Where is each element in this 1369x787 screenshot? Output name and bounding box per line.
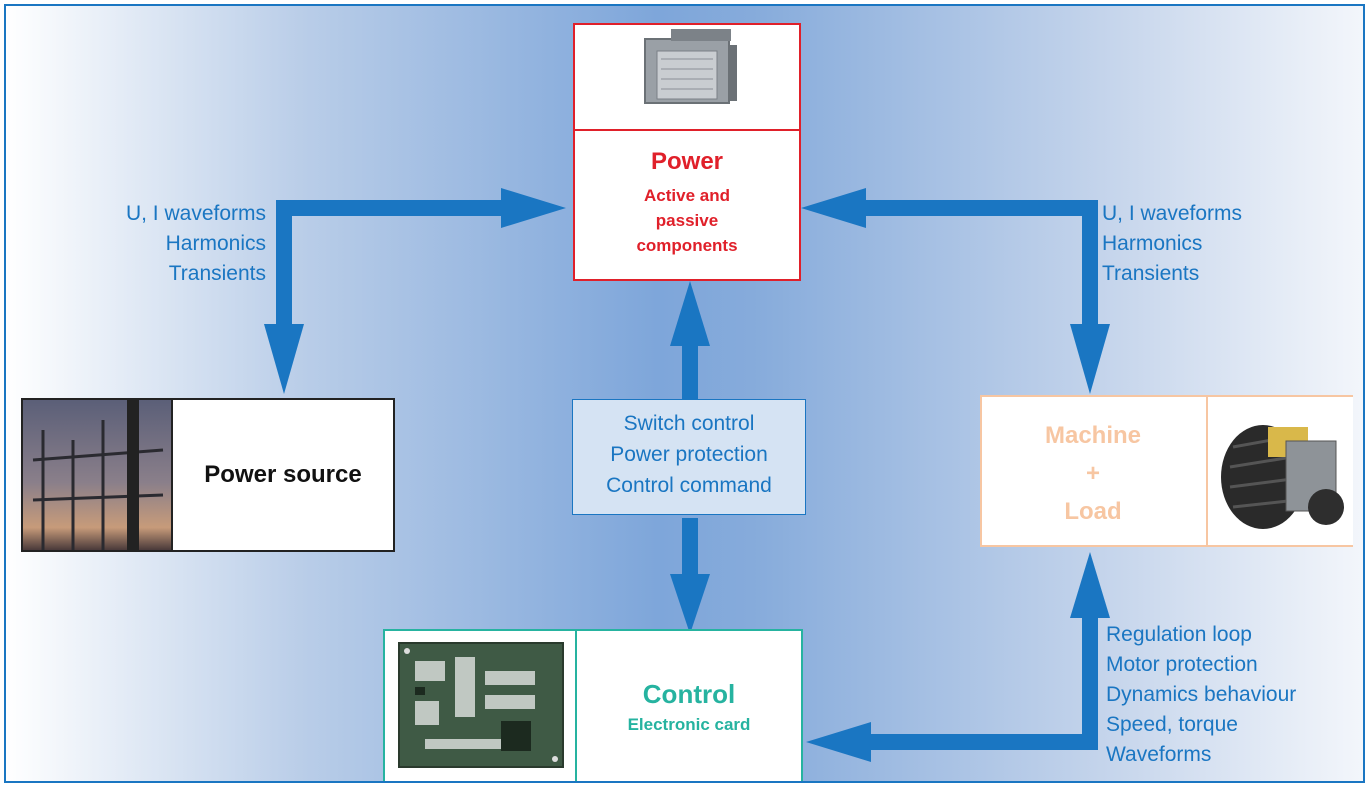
converter-photo	[575, 25, 799, 131]
center-label: Power protection	[610, 443, 768, 466]
left-arrow-head-down	[264, 324, 304, 394]
center-label: Switch control	[623, 412, 755, 435]
center-label: Control command	[606, 474, 772, 497]
bottom-right-label: Waveforms	[1106, 743, 1212, 766]
center-arrow-upper	[682, 341, 698, 399]
control-box: Control Electronic card	[383, 629, 803, 781]
substation-photo	[23, 400, 173, 550]
bottom-right-label: Motor protection	[1106, 653, 1258, 676]
right-arrow-h	[861, 200, 1097, 216]
arrows-layer	[264, 188, 1110, 762]
machine-label: Machine + Load	[982, 417, 1204, 531]
right-label: U, I waveforms	[1102, 202, 1243, 225]
left-arrow-h	[276, 200, 506, 216]
motor-photo	[1206, 397, 1353, 545]
substation-icon	[32, 400, 164, 550]
right-label: Transients	[1102, 262, 1200, 285]
center-arrow-head-down	[670, 574, 710, 634]
machine-line: +	[1085, 460, 1100, 487]
power-subtitle-line: components	[636, 236, 738, 255]
center-labels: Switch control Power protection Control …	[573, 408, 805, 501]
left-label: Transients	[168, 262, 266, 285]
bottom-arrow-head-left	[806, 722, 871, 762]
circuit-board-icon	[398, 642, 564, 768]
right-arrow-head-left	[801, 188, 866, 228]
right-arrow-head-down	[1070, 324, 1110, 394]
bottom-arrow-head-up	[1070, 552, 1110, 618]
right-arrow-v	[1082, 200, 1098, 326]
machine-line: Machine	[1044, 422, 1142, 449]
bottom-arrow-h	[866, 734, 1098, 750]
motor-icon	[1221, 425, 1344, 529]
power-source-title: Power source	[204, 461, 362, 488]
power-source-box: Power source	[21, 398, 395, 552]
left-labels: U, I waveforms Harmonics Transients	[66, 199, 266, 289]
center-arrow-head-up	[670, 281, 710, 346]
center-arrow-lower	[682, 518, 698, 580]
left-label: U, I waveforms	[125, 202, 266, 225]
control-title: Control	[642, 679, 736, 709]
converter-icon	[644, 29, 737, 104]
left-arrow-head-right	[501, 188, 566, 228]
left-label: Harmonics	[165, 232, 266, 255]
right-labels: U, I waveforms Harmonics Transients	[1102, 199, 1322, 289]
right-label: Harmonics	[1102, 232, 1203, 255]
left-arrow-v	[276, 200, 292, 326]
power-subtitle-line: passive	[655, 211, 719, 230]
power-title: Power	[650, 148, 724, 175]
control-subtitle: Electronic card	[627, 715, 751, 734]
circuit-board-photo	[385, 631, 577, 781]
diagram-frame: Power Active and passive components Powe…	[4, 4, 1365, 783]
machine-line: Load	[1064, 498, 1122, 525]
bottom-right-label: Speed, torque	[1106, 713, 1238, 736]
power-subtitle: Active and passive components	[575, 183, 799, 258]
power-box: Power Active and passive components	[573, 23, 801, 281]
bottom-arrow-v	[1082, 614, 1098, 750]
bottom-right-label: Dynamics behaviour	[1106, 683, 1297, 706]
power-subtitle-line: Active and	[644, 186, 730, 205]
machine-box: Machine + Load	[980, 395, 1353, 547]
bottom-right-label: Regulation loop	[1106, 623, 1252, 646]
center-labels-box: Switch control Power protection Control …	[572, 399, 806, 515]
bottom-right-labels: Regulation loop Motor protection Dynamic…	[1106, 620, 1346, 770]
